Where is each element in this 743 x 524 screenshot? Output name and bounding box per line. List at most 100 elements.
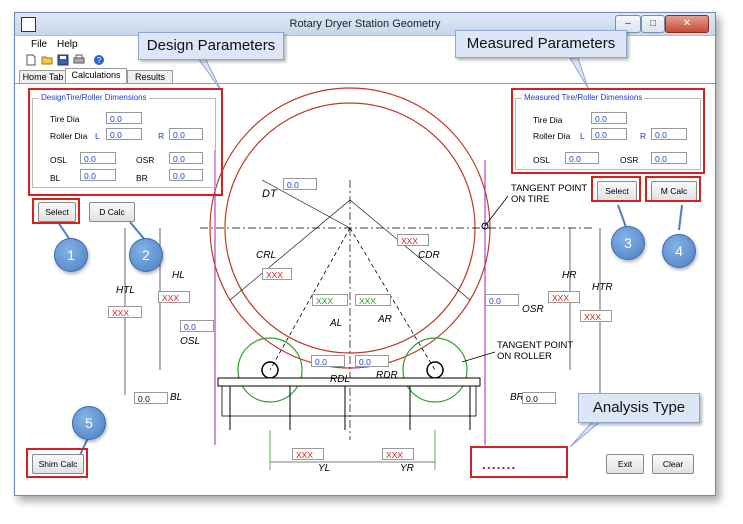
badge-1-pointer (57, 221, 71, 241)
tab-results[interactable]: Results (127, 70, 173, 83)
shim-calc-button[interactable]: Shim Calc (32, 454, 84, 474)
crl-value: XXX (262, 268, 292, 280)
br-value: 0.0 (522, 392, 556, 404)
design-osr-input[interactable]: 0.0 (169, 152, 203, 164)
design-roller-dia-label: Roller Dia (50, 131, 88, 141)
design-callout-pointer (197, 57, 223, 93)
m-calc-highlight (645, 176, 701, 202)
analysis-highlight-box (470, 446, 568, 478)
open-icon[interactable] (41, 54, 53, 66)
cdr-value: XXX (397, 234, 429, 246)
badge-4-pointer (678, 204, 683, 231)
select-design-button[interactable]: Select (38, 202, 76, 222)
design-tire-dia-label: Tire Dia (50, 114, 80, 124)
rdl-label: RDL (330, 374, 351, 385)
design-bl-input[interactable]: 0.0 (80, 169, 116, 181)
tab-calculations[interactable]: Calculations (65, 68, 127, 83)
design-osr-label: OSR (136, 155, 155, 165)
htl-value: XXX (108, 306, 142, 318)
measured-osl-input[interactable]: 0.0 (565, 152, 599, 164)
design-br-input[interactable]: 0.0 (169, 169, 203, 181)
dt-leader (261, 179, 351, 229)
print-icon[interactable] (73, 54, 85, 66)
osr-value: 0.0 (485, 294, 519, 306)
design-osl-input[interactable]: 0.0 (80, 152, 116, 164)
measured-osr-label: OSR (620, 155, 639, 165)
measured-l-label: L (580, 131, 585, 141)
analysis-type-callout: Analysis Type (578, 393, 700, 423)
minimize-button[interactable]: – (615, 15, 641, 33)
svg-text:?: ? (97, 56, 102, 65)
d-calc-button[interactable]: D Calc (89, 202, 135, 222)
dt-value: 0.0 (283, 178, 317, 190)
maximize-button[interactable]: □ (641, 15, 665, 33)
htr-value: XXX (580, 310, 612, 322)
osr-diagram-label: OSR (522, 304, 544, 315)
htr-label: HTR (592, 282, 613, 293)
tangent-roller-leader (461, 351, 496, 363)
base-frame (221, 385, 477, 417)
badge-3-pointer (617, 204, 628, 231)
badge-1: 1 (54, 238, 88, 272)
design-roller-l-input[interactable]: 0.0 (106, 128, 142, 140)
tangent-tire-label: TANGENT POINT ON TIRE (511, 183, 588, 205)
left-radius-line (269, 227, 351, 371)
osl-value: 0.0 (180, 320, 214, 332)
htl-label: HTL (116, 285, 135, 296)
badge-5-pointer (79, 437, 89, 456)
measured-r-label: R (640, 131, 647, 141)
yr-value: XXX (382, 448, 414, 460)
select-design-highlight (32, 198, 80, 224)
right-roller-circle (402, 337, 468, 403)
design-osl-label: OSL (50, 155, 68, 165)
measured-parameters-callout: Measured Parameters (455, 30, 627, 58)
close-button[interactable]: ✕ (665, 15, 709, 33)
measured-osr-input[interactable]: 0.0 (651, 152, 687, 164)
measured-osl-label: OSL (533, 155, 551, 165)
badge-2: 2 (129, 238, 163, 272)
menu-help[interactable]: Help (57, 39, 78, 50)
crl-dimension (229, 199, 351, 301)
menu-bar: File Help (15, 37, 715, 51)
help-icon[interactable]: ? (93, 54, 105, 66)
exit-button[interactable]: Exit (606, 454, 644, 474)
new-icon[interactable] (25, 54, 37, 66)
yr-label: YR (400, 463, 414, 474)
tangent-roller-label: TANGENT POINT ON ROLLER (497, 340, 574, 362)
al-value: XXX (312, 294, 348, 306)
analysis-type-value: ....... (482, 456, 517, 472)
cdr-label: CDR (418, 250, 440, 261)
design-r-label: R (158, 131, 165, 141)
osl-diagram-label: OSL (180, 336, 201, 347)
window-title: Rotary Dryer Station Geometry (289, 18, 441, 30)
design-parameters-callout: Design Parameters (138, 32, 284, 60)
save-icon[interactable] (57, 54, 69, 66)
rdr-value: 0.0 (355, 355, 389, 367)
rdl-value: 0.0 (311, 355, 345, 367)
menu-file[interactable]: File (31, 39, 48, 50)
measured-roller-r-input[interactable]: 0.0 (651, 128, 687, 140)
dt-label: DT (262, 188, 277, 200)
measured-roller-l-input[interactable]: 0.0 (591, 128, 627, 140)
design-roller-r-input[interactable]: 0.0 (169, 128, 203, 140)
bl-diagram-label: BL (170, 392, 183, 403)
badge-2-pointer (129, 221, 146, 241)
design-br-label: BR (136, 173, 148, 183)
clear-button[interactable]: Clear (652, 454, 694, 474)
design-bl-label: BL (50, 173, 61, 183)
rdr-label: RDR (376, 370, 398, 381)
shim-calc-highlight (26, 448, 88, 478)
analysis-callout-pointer (569, 419, 604, 448)
design-tire-dia-input[interactable]: 0.0 (106, 112, 142, 124)
app-icon (21, 17, 36, 32)
measured-group-title: Measured Tire/Roller Dimensions (522, 93, 645, 102)
measured-tire-dia-input[interactable]: 0.0 (591, 112, 627, 124)
select-measured-button[interactable]: Select (597, 181, 637, 201)
badge-4: 4 (662, 234, 696, 268)
ar-label: AR (378, 314, 392, 325)
br-diagram-label: BR (510, 392, 524, 403)
badge-3: 3 (611, 226, 645, 260)
design-dimensions-group: DesignTire/Roller Dimensions (32, 93, 216, 188)
design-group-title: DesignTire/Roller Dimensions (39, 93, 149, 102)
